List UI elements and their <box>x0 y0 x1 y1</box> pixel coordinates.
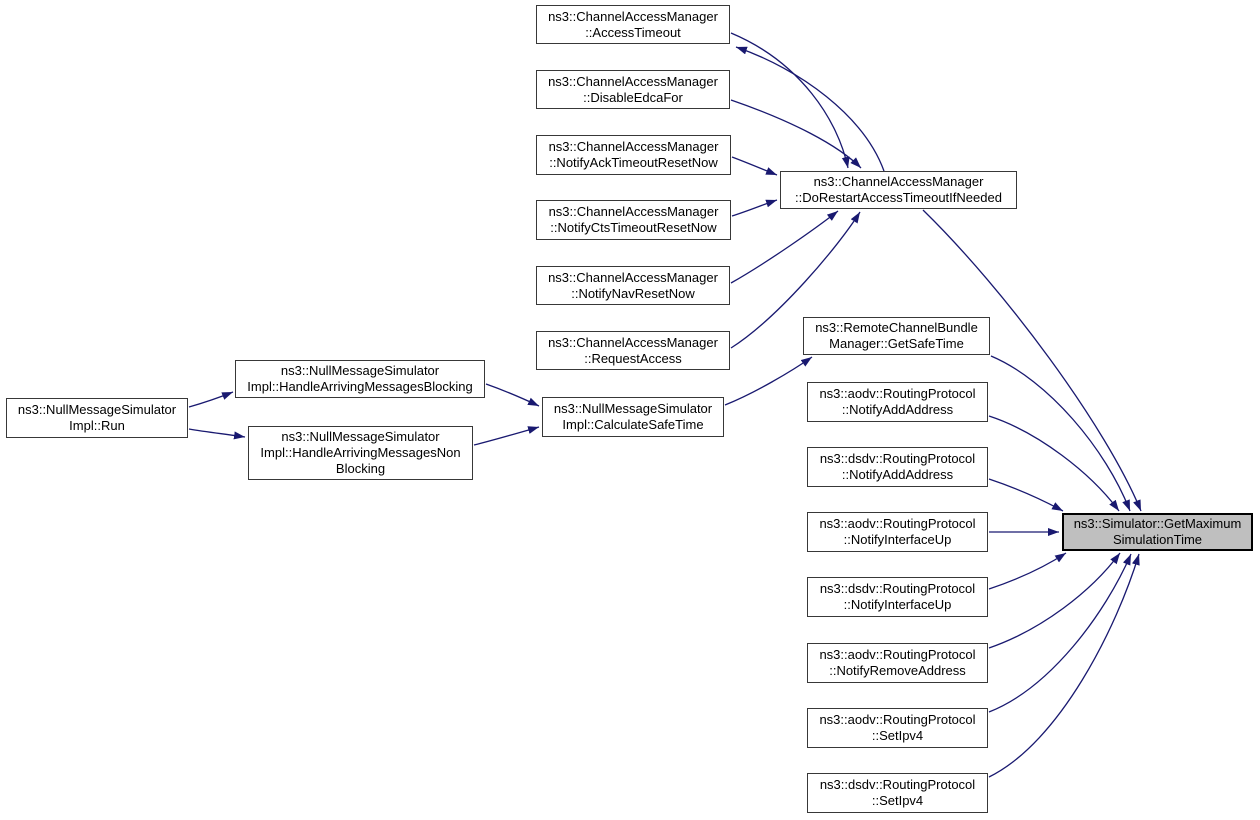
graph-node-request_access[interactable]: ns3::ChannelAccessManager::RequestAccess <box>536 331 730 370</box>
graph-node-dsdv_setipv4[interactable]: ns3::dsdv::RoutingProtocol::SetIpv4 <box>807 773 988 813</box>
edge-notify_nav-to-dorestart <box>730 210 839 284</box>
graph-node-notify_ack[interactable]: ns3::ChannelAccessManager::NotifyAckTime… <box>536 135 731 175</box>
graph-node-aodv_setipv4[interactable]: ns3::aodv::RoutingProtocol::SetIpv4 <box>807 708 988 748</box>
graph-node-label-line: ::NotifyInterfaceUp <box>843 532 952 547</box>
edge-run-to-nonblocking <box>188 428 246 440</box>
edge-aodv_setipv4-to-getmax <box>988 553 1132 713</box>
graph-node-label-line: ::NotifyInterfaceUp <box>843 597 952 612</box>
edge-aodv_rmaddr-to-getmax <box>988 552 1121 649</box>
graph-node-aodv_rmaddr[interactable]: ns3::aodv::RoutingProtocol::NotifyRemove… <box>807 643 988 683</box>
edge-nonblocking-to-calc_safe <box>473 426 540 446</box>
graph-node-label-line: ns3::aodv::RoutingProtocol <box>819 516 976 531</box>
graph-node-label-line: ::NotifyAddAddress <box>841 467 954 482</box>
graph-node-label-line: ::NotifyRemoveAddress <box>829 663 966 678</box>
graph-node-label-line: Impl::HandleArrivingMessagesNon <box>260 445 461 460</box>
edge-get_safe-to-getmax <box>990 355 1131 512</box>
graph-node-label-line: ns3::ChannelAccessManager <box>548 334 718 350</box>
graph-node-label-line: ns3::NullMessageSimulator <box>281 429 440 444</box>
graph-node-label-line: ns3::NullMessageSimulator <box>553 401 713 416</box>
graph-node-aodv_ifup[interactable]: ns3::aodv::RoutingProtocol::NotifyInterf… <box>807 512 988 552</box>
edge-dorestart-to-access_timeout <box>735 46 885 172</box>
edge-notify_ack-to-dorestart <box>731 156 778 176</box>
graph-node-label-line: Blocking <box>335 461 386 476</box>
graph-node-label-line: ::AccessTimeout <box>585 24 681 40</box>
graph-node-label-line: ::NotifyAckTimeoutResetNow <box>549 155 718 170</box>
graph-node-label-line: ns3::NullMessageSimulator <box>280 363 440 378</box>
graph-node-dorestart[interactable]: ns3::ChannelAccessManager::DoRestartAcce… <box>780 171 1017 209</box>
graph-node-label-line: ::RequestAccess <box>584 350 682 366</box>
edge-notify_cts-to-dorestart <box>731 199 778 217</box>
edge-dsdv_addaddr-to-getmax <box>988 478 1064 512</box>
graph-node-label-line: Manager::GetSafeTime <box>829 336 964 351</box>
edge-access_timeout-to-dorestart <box>730 32 850 169</box>
graph-node-label-line: ::NotifyAddAddress <box>841 402 954 417</box>
graph-node-notify_nav[interactable]: ns3::ChannelAccessManager::NotifyNavRese… <box>536 266 730 305</box>
edge-calc_safe-to-get_safe <box>724 356 813 406</box>
graph-node-label-line: ns3::aodv::RoutingProtocol <box>819 647 976 662</box>
graph-node-label-line: ::NotifyCtsTimeoutResetNow <box>550 220 717 235</box>
graph-node-notify_cts[interactable]: ns3::ChannelAccessManager::NotifyCtsTime… <box>536 200 731 240</box>
edge-run-to-blocking <box>188 391 234 408</box>
edge-aodv_addaddr-to-getmax <box>988 415 1120 512</box>
graph-node-label-line: ns3::RemoteChannelBundle <box>815 320 978 335</box>
graph-node-access_timeout[interactable]: ns3::ChannelAccessManager::AccessTimeout <box>536 5 730 44</box>
edge-disable_edca-to-dorestart <box>730 99 862 169</box>
edge-blocking-to-calc_safe <box>485 383 540 407</box>
graph-node-label-line: ::SetIpv4 <box>871 793 924 808</box>
graph-node-label-line: SimulationTime <box>1112 532 1203 547</box>
graph-node-label-line: ::SetIpv4 <box>871 728 924 743</box>
graph-node-label-line: ns3::ChannelAccessManager <box>548 204 719 219</box>
graph-node-disable_edca[interactable]: ns3::ChannelAccessManager::DisableEdcaFo… <box>536 70 730 109</box>
graph-node-label-line: ns3::aodv::RoutingProtocol <box>819 712 976 727</box>
graph-node-label-line: ns3::ChannelAccessManager <box>813 174 984 189</box>
graph-node-label-line: ns3::NullMessageSimulator <box>17 402 177 417</box>
graph-node-label-line: ns3::dsdv::RoutingProtocol <box>819 451 976 466</box>
graph-node-label-line: Impl::CalculateSafeTime <box>562 417 704 432</box>
graph-node-label-line: Impl::Run <box>69 418 125 433</box>
graph-node-label-line: ::NotifyNavResetNow <box>571 285 695 301</box>
graph-node-label-line: ns3::dsdv::RoutingProtocol <box>819 581 976 596</box>
graph-node-label-line: ns3::ChannelAccessManager <box>548 139 719 154</box>
graph-node-label-line: ns3::ChannelAccessManager <box>548 269 718 285</box>
graph-node-dsdv_addaddr[interactable]: ns3::dsdv::RoutingProtocol::NotifyAddAdd… <box>807 447 988 487</box>
graph-node-aodv_addaddr[interactable]: ns3::aodv::RoutingProtocol::NotifyAddAdd… <box>807 382 988 422</box>
graph-node-label-line: ns3::aodv::RoutingProtocol <box>819 386 976 401</box>
graph-node-label-line: ns3::ChannelAccessManager <box>548 8 718 24</box>
edge-dsdv_setipv4-to-getmax <box>988 553 1140 778</box>
graph-node-label-line: ::DisableEdcaFor <box>583 89 683 105</box>
graph-node-label-line: ns3::ChannelAccessManager <box>548 73 718 89</box>
graph-node-label-line: Impl::HandleArrivingMessagesBlocking <box>247 379 473 394</box>
edge-dsdv_ifup-to-getmax <box>988 552 1067 590</box>
graph-node-label-line: ns3::Simulator::GetMaximum <box>1073 516 1242 531</box>
graph-node-label-line: ns3::dsdv::RoutingProtocol <box>819 777 976 792</box>
graph-node-label-line: ::DoRestartAccessTimeoutIfNeeded <box>795 190 1002 205</box>
graph-node-dsdv_ifup[interactable]: ns3::dsdv::RoutingProtocol::NotifyInterf… <box>807 577 988 617</box>
